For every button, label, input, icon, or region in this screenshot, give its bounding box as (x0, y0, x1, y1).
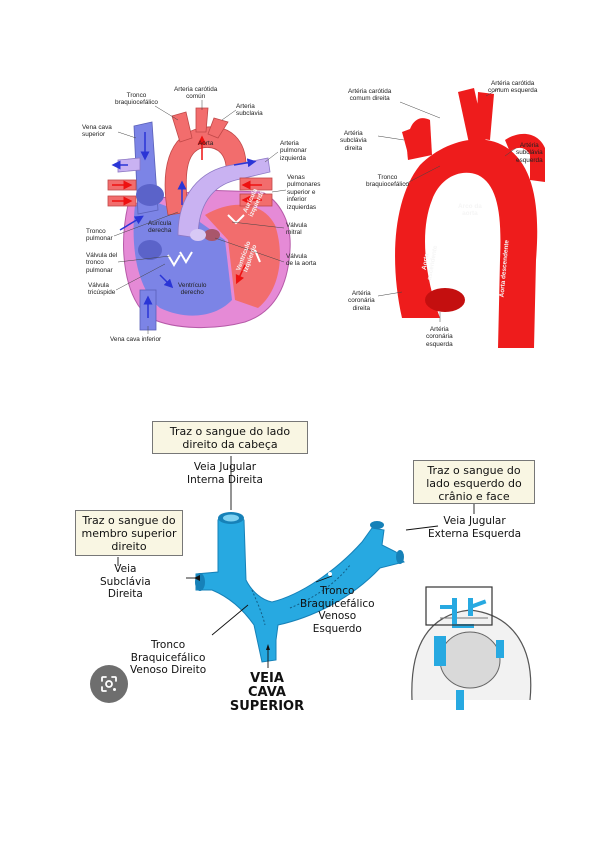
label-valvula-tricuspide: Válvula tricúspide (88, 282, 116, 297)
label-vena-cava-superior: Vena cava superior (82, 124, 112, 139)
label-arteria-carotida-comun: Arteria carótida común (174, 86, 218, 101)
vein-diagram (117, 456, 546, 718)
lens-glyph-icon (101, 676, 117, 692)
label-auricula-derecha: Aurícula derecha (148, 220, 172, 235)
box-skull-left: Traz o sangue do lado esquerdo do crânio… (413, 460, 535, 504)
label-tronco-braquiocefalico: Tronco braquiocefálico (115, 92, 158, 107)
label-tronco-direito: Tronco Braquicefálico Venoso Direito (130, 639, 207, 676)
label-subclavia-direita: Artéria subclávia direita (340, 130, 367, 152)
label-arco-aorta: Arco da aorta (458, 203, 482, 218)
aorta-diagram (377, 87, 545, 348)
label-valvula-tronco-pulmonar: Válvula del tronco pulmonar (86, 252, 118, 274)
label-veia-cava-superior: VEIA CAVA SUPERIOR (229, 671, 305, 714)
label-arteria-pulmonar-izquierda: Arteria pulmonar izquierda (280, 140, 307, 162)
google-lens-icon[interactable] (90, 665, 128, 703)
label-tronco-pulmonar: Tronco pulmonar (86, 228, 113, 243)
aortic-arch (395, 139, 538, 348)
label-tronco-braquiocefalico-aorta: Tronco braquiocefálico (366, 174, 409, 189)
label-vena-cava-inferior: Vena cava inferior (110, 336, 162, 343)
label-coronaria-direita: Artéria coronária direita (348, 290, 375, 312)
label-coronaria-esquerda: Artéria coronária esquerda (426, 326, 453, 348)
label-carotida-esquerda: Artéria carótida comum esquerda (488, 80, 538, 95)
label-aorta: Aorta (198, 140, 214, 147)
label-valvula-aorta: Válvula de la aorta (286, 253, 317, 268)
label-carotida-direita: Artéria carótida comum direita (348, 88, 392, 103)
vein-structure (195, 514, 405, 663)
label-jugular-externa: Veia Jugular Externa Esquerda (428, 515, 522, 540)
left-heart (205, 204, 280, 308)
label-venas-pulmonares: Venas pulmonares superior e inferior izq… (287, 174, 321, 211)
pulmonary-trunk (177, 157, 271, 239)
label-jugular-interna: Veia Jugular Interna Direita (187, 461, 263, 486)
label-ventriculo-derecho: Ventrículo derecho (178, 282, 207, 297)
box-limb-right: Traz o sangue do membro superior direito (75, 510, 183, 556)
label-subclavia-direita-veia: Veia Subclávia Direita (100, 563, 151, 600)
label-subclavia-esquerda: Artéria subclávia esquerda (516, 142, 543, 164)
box-head-right: Traz o sangue do lado direito da cabeça (152, 421, 308, 454)
label-arteria-subclavia: Arteria subclavia (236, 103, 263, 118)
label-valvula-mitral: Válvula mitral (286, 222, 307, 237)
label-tronco-esquerdo: Tronco Braquicefálico Venoso Esquerdo (300, 585, 375, 635)
